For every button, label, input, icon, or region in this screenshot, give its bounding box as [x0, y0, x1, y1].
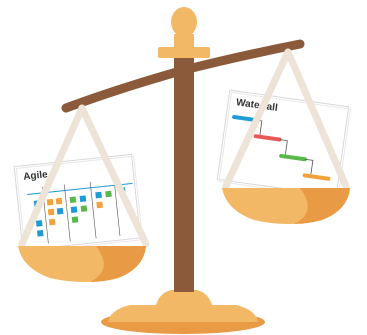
scale-base: [101, 290, 265, 334]
scale-top-knob: [158, 7, 210, 58]
left-pan: [18, 246, 146, 282]
base-neck: [156, 290, 212, 305]
waterfall-gantt-bars: [232, 115, 331, 181]
right-pan: [222, 188, 350, 224]
scale-beam: [61, 39, 305, 113]
agile-title: Agile: [23, 169, 49, 183]
left-ropes: [18, 104, 150, 248]
right-ropes: [222, 48, 350, 190]
base-foot: [108, 305, 258, 322]
agile-card: Agile: [13, 153, 144, 253]
center-post: [174, 58, 194, 292]
